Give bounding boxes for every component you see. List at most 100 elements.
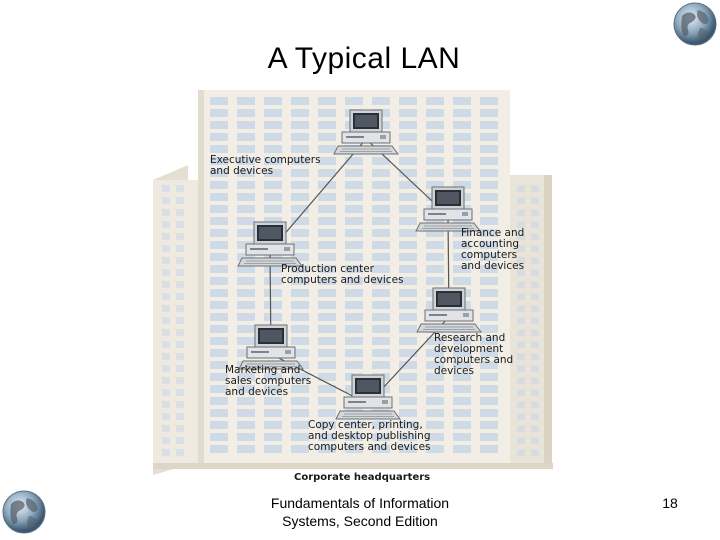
- building-window: [426, 145, 444, 153]
- building-window: [162, 197, 170, 204]
- building-window: [517, 281, 525, 288]
- building-window: [426, 337, 444, 345]
- building-window: [264, 169, 282, 177]
- building-window: [453, 121, 471, 129]
- building-window: [517, 257, 525, 264]
- building-window: [162, 389, 170, 396]
- building-window: [517, 305, 525, 312]
- building-window: [162, 425, 170, 432]
- building-window: [264, 121, 282, 129]
- building-window: [372, 205, 390, 213]
- building-window: [345, 349, 363, 357]
- building-window: [453, 229, 471, 237]
- computer-icon: [415, 287, 483, 335]
- building-window: [453, 97, 471, 105]
- building-window: [210, 373, 228, 381]
- building-window: [517, 425, 525, 432]
- building-window: [210, 121, 228, 129]
- building-window: [399, 433, 417, 441]
- building-window: [210, 325, 228, 333]
- building-window: [480, 97, 498, 105]
- building-window: [345, 181, 363, 189]
- building-window: [517, 341, 525, 348]
- building-window: [453, 265, 471, 273]
- building-window: [237, 337, 255, 345]
- building-window: [318, 229, 336, 237]
- building-window: [453, 217, 471, 225]
- building-window: [480, 445, 498, 453]
- building-window: [426, 349, 444, 357]
- building-window: [162, 365, 170, 372]
- building-window: [345, 217, 363, 225]
- computer-icon: [237, 324, 305, 372]
- building-window: [318, 193, 336, 201]
- building-window: [318, 277, 336, 285]
- building-window: [531, 413, 539, 420]
- building-window: [345, 361, 363, 369]
- building-window: [210, 289, 228, 297]
- building-window: [531, 233, 539, 240]
- building-window: [237, 145, 255, 153]
- marketing-label: Marketing and sales computers and device…: [225, 364, 312, 398]
- building-window: [345, 289, 363, 297]
- building-window: [517, 221, 525, 228]
- building-window: [318, 241, 336, 249]
- building-window: [291, 445, 309, 453]
- building-window: [399, 289, 417, 297]
- building-window: [372, 181, 390, 189]
- building-window: [372, 193, 390, 201]
- building-window: [176, 449, 184, 456]
- building-window: [372, 445, 390, 453]
- building-window: [426, 181, 444, 189]
- building-window: [399, 169, 417, 177]
- building-window: [517, 365, 525, 372]
- building-window: [372, 253, 390, 261]
- copy-center-label: Copy center, printing, and desktop publi…: [308, 419, 431, 453]
- building-window: [291, 385, 309, 393]
- building-window: [531, 377, 539, 384]
- building-window: [399, 97, 417, 105]
- building-window: [426, 445, 444, 453]
- building-window: [291, 301, 309, 309]
- building-window: [318, 217, 336, 225]
- building-window: [453, 409, 471, 417]
- building-window: [210, 193, 228, 201]
- building-window: [480, 337, 498, 345]
- building-window: [264, 409, 282, 417]
- building-window: [399, 409, 417, 417]
- building-window: [210, 241, 228, 249]
- building-window: [453, 145, 471, 153]
- building-window: [480, 361, 498, 369]
- building-window: [517, 377, 525, 384]
- building-window: [345, 301, 363, 309]
- building-window: [318, 157, 336, 165]
- building-window: [517, 389, 525, 396]
- building-window: [480, 169, 498, 177]
- building-window: [399, 313, 417, 321]
- building-window: [264, 109, 282, 117]
- building-window: [517, 269, 525, 276]
- building-window: [399, 325, 417, 333]
- building-window: [237, 229, 255, 237]
- research-label: Research and development computers and d…: [434, 332, 514, 377]
- building-window: [210, 265, 228, 273]
- building-window: [291, 349, 309, 357]
- building-window: [480, 397, 498, 405]
- building-window: [345, 325, 363, 333]
- building-window: [291, 217, 309, 225]
- building-window: [426, 373, 444, 381]
- building-window: [264, 265, 282, 273]
- building-illustration: [153, 90, 553, 475]
- building-window: [210, 253, 228, 261]
- building-window: [453, 109, 471, 117]
- building-window: [399, 145, 417, 153]
- building-window: [176, 377, 184, 384]
- building-window: [426, 277, 444, 285]
- building-window: [291, 181, 309, 189]
- building-window: [480, 133, 498, 141]
- building-window: [237, 193, 255, 201]
- building-window: [426, 169, 444, 177]
- building-window: [237, 301, 255, 309]
- building-window: [426, 241, 444, 249]
- building-window: [480, 325, 498, 333]
